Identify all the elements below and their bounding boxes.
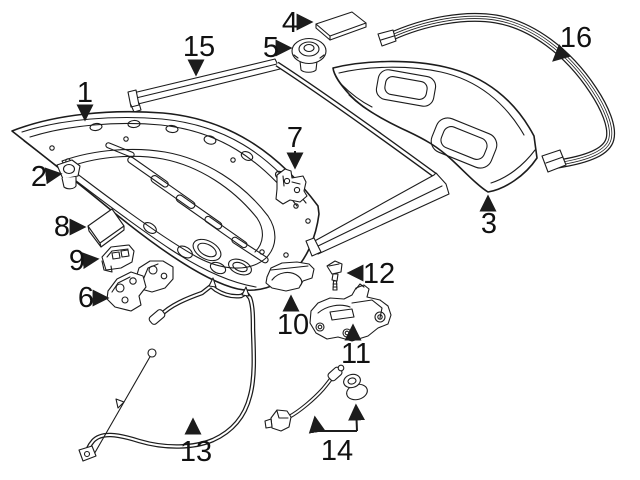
part-6-hinge-drawing [106,260,174,312]
part-2-bumper-drawing [56,159,81,190]
callout-5: 5 [263,32,293,64]
part-3-tray-panel-drawing [332,60,538,193]
part-9-clip-drawing [101,244,135,273]
part-11-lock-drawing [309,283,392,342]
callout-3-label: 3 [481,208,497,240]
callout-15-label: 15 [183,31,215,63]
callout-7: 7 [286,122,304,170]
callout-9-label: 9 [69,245,85,277]
part-10-bracket-drawing [265,261,315,292]
callout-14-arrow-left [308,415,326,434]
callout-8-label: 8 [54,211,70,243]
part-15-molding-strip-drawing [127,58,450,257]
callout-14-arrow-right [348,403,366,432]
callout-11-label: 11 [341,338,371,370]
callout-9-arrow [81,252,100,270]
callouts: 1 2 3 4 5 6 7 8 [31,7,592,468]
part-13-cable-drawing [78,277,257,462]
callout-6: 6 [78,282,110,314]
callout-2: 2 [31,161,63,193]
callout-9: 9 [69,245,100,277]
part-7-bracket-drawing [275,168,308,205]
callout-4-label: 4 [282,7,298,39]
callout-2-label: 2 [31,161,47,193]
callout-10-label: 10 [277,309,309,341]
callout-13-label: 13 [180,436,212,468]
part-14-switch-cable-drawing [264,364,368,432]
callout-11: 11 [341,323,371,370]
callout-16-arrow [552,44,571,62]
part-16-seal-strip-drawing [377,12,616,173]
callout-5-label: 5 [263,32,279,64]
part-5-grommet-drawing [291,37,327,73]
callout-7-label: 7 [287,122,303,154]
callout-13: 13 [180,417,212,468]
part-4-pad-drawing [315,11,367,41]
callout-3: 3 [479,194,497,240]
callout-15: 15 [183,31,215,77]
callout-12-label: 12 [363,258,395,290]
callout-10: 10 [277,294,309,341]
callout-1-label: 1 [77,77,93,109]
callout-12: 12 [346,258,395,290]
callout-14: 14 [308,403,366,467]
callout-6-label: 6 [78,282,94,314]
callout-8: 8 [54,211,87,243]
callout-16-label: 16 [560,22,592,54]
callout-2-arrow [44,167,63,185]
callout-4: 4 [282,7,314,39]
callout-16: 16 [552,22,592,62]
callout-14-label: 14 [321,435,353,467]
part-12-fastener-drawing [326,260,343,291]
part-8-pad-drawing [87,208,125,248]
callout-1: 1 [76,77,94,122]
